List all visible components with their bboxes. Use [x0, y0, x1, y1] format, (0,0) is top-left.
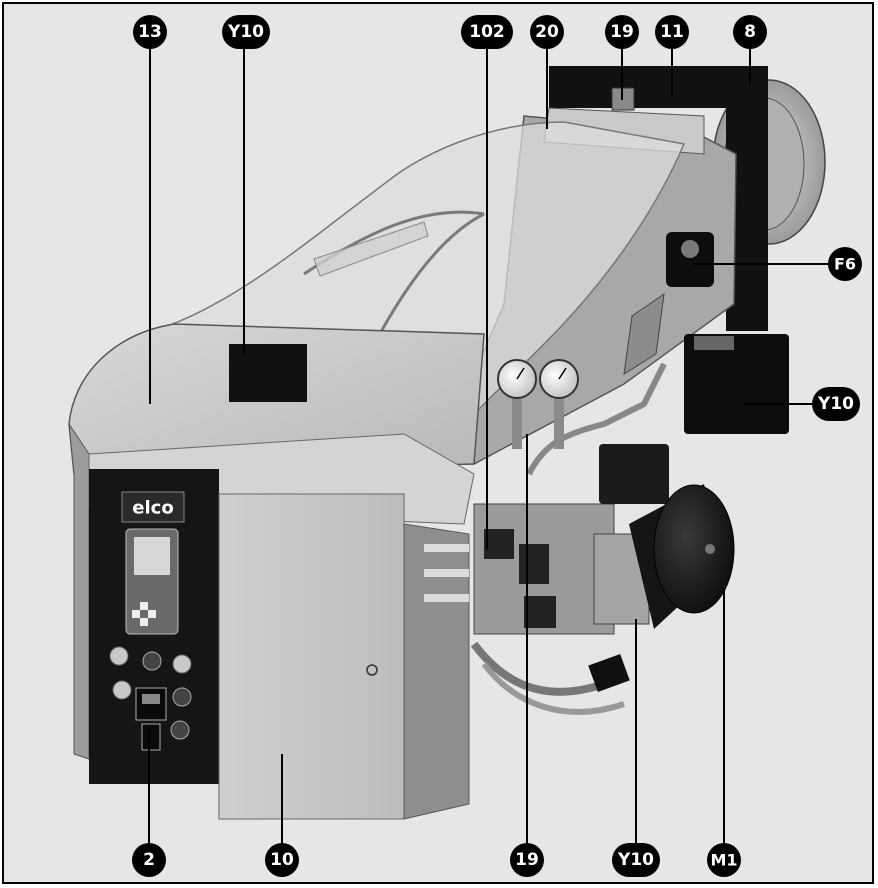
- main-switch[interactable]: [141, 723, 161, 751]
- front-cover-panel: [218, 493, 405, 820]
- control-knob[interactable]: [172, 687, 192, 707]
- motor-fan-cover: [653, 484, 735, 614]
- callout-10-label: 10: [270, 850, 294, 870]
- key-down[interactable]: [140, 618, 148, 626]
- control-knob[interactable]: [142, 651, 162, 671]
- callout-y10-right: Y10: [812, 387, 860, 421]
- control-knob[interactable]: [170, 720, 190, 740]
- callout-8: 8: [733, 15, 767, 49]
- callout-11: 11: [655, 15, 689, 49]
- control-display-screen: [134, 537, 170, 575]
- gauge-stem-2: [554, 389, 564, 449]
- callout-19-bottom-label: 19: [515, 850, 539, 870]
- leader-lines: [148, 49, 829, 859]
- gauge-stem-1: [512, 389, 522, 449]
- callout-y10-bottom: Y10: [612, 843, 660, 877]
- pressure-switch: [666, 232, 714, 287]
- burner-illustration: elco: [68, 15, 862, 877]
- cover-left-edge: [68, 423, 90, 760]
- switch-window: [142, 694, 160, 704]
- callouts: 13 Y10 102 20 19 11 8 F6: [132, 15, 862, 877]
- indicator-lamp: [172, 654, 192, 674]
- fuel-hose: [470, 641, 606, 696]
- callout-y10-right-label: Y10: [817, 394, 854, 414]
- callout-y10-top-label: Y10: [227, 22, 264, 42]
- callout-102-label: 102: [469, 22, 505, 42]
- callout-2: 2: [132, 843, 166, 877]
- callout-8-label: 8: [744, 22, 756, 42]
- solenoid-top: [229, 344, 307, 402]
- motor: [599, 444, 735, 629]
- key-left[interactable]: [132, 610, 140, 618]
- valve-train: [470, 362, 667, 715]
- oil-line: [526, 362, 667, 476]
- indicator-lamp: [112, 680, 132, 700]
- callout-13: 13: [133, 15, 167, 49]
- pressure-gauges: [497, 359, 579, 449]
- callout-13-label: 13: [138, 22, 162, 42]
- vent-slot-3: [424, 594, 469, 602]
- housing-cutout: [623, 292, 665, 375]
- valve-coil-3: [524, 596, 556, 628]
- callout-20-label: 20: [535, 22, 559, 42]
- side-panel: [403, 523, 470, 820]
- key-up[interactable]: [140, 602, 148, 610]
- valve-coil-2: [519, 544, 549, 584]
- indicator-lamp: [109, 646, 129, 666]
- callout-20: 20: [530, 15, 564, 49]
- motor-hub: [705, 544, 715, 554]
- hose-valve: [588, 654, 630, 692]
- vent-slot-2: [424, 569, 469, 577]
- pressure-switch-dial: [681, 240, 699, 258]
- pressure-switch-body: [666, 232, 714, 287]
- front-panel: elco: [89, 469, 470, 820]
- servo-bracket: [694, 336, 734, 350]
- callout-102: 102: [461, 15, 513, 49]
- callout-11-label: 11: [660, 22, 684, 42]
- callout-19-bottom: 19: [510, 843, 544, 877]
- callout-f6: F6: [828, 247, 862, 281]
- valve-coil-1: [484, 529, 514, 559]
- callout-y10-top: Y10: [222, 15, 270, 49]
- callout-f6-label: F6: [834, 255, 856, 274]
- brand-logo: elco: [132, 498, 173, 519]
- hood-handle: [313, 221, 429, 277]
- fuel-hose-2: [481, 662, 625, 715]
- key-right[interactable]: [148, 610, 156, 618]
- callout-10: 10: [265, 843, 299, 877]
- callout-m1-label: M1: [710, 851, 737, 870]
- callout-19-top-label: 19: [610, 22, 634, 42]
- brand-plate: [121, 491, 185, 523]
- vent-slot-1: [424, 544, 469, 552]
- gauge-needle-2: [558, 367, 567, 380]
- panel-screw: [366, 664, 378, 676]
- callout-y10-bottom-label: Y10: [617, 850, 654, 870]
- servo-motor: [684, 334, 789, 434]
- callout-19-top: 19: [605, 15, 639, 49]
- servo-housing: [684, 334, 789, 434]
- gauge-needle-1: [516, 367, 525, 380]
- callout-2-label: 2: [143, 850, 155, 870]
- motor-terminal-box: [599, 444, 669, 504]
- callout-m1: M1: [707, 843, 741, 877]
